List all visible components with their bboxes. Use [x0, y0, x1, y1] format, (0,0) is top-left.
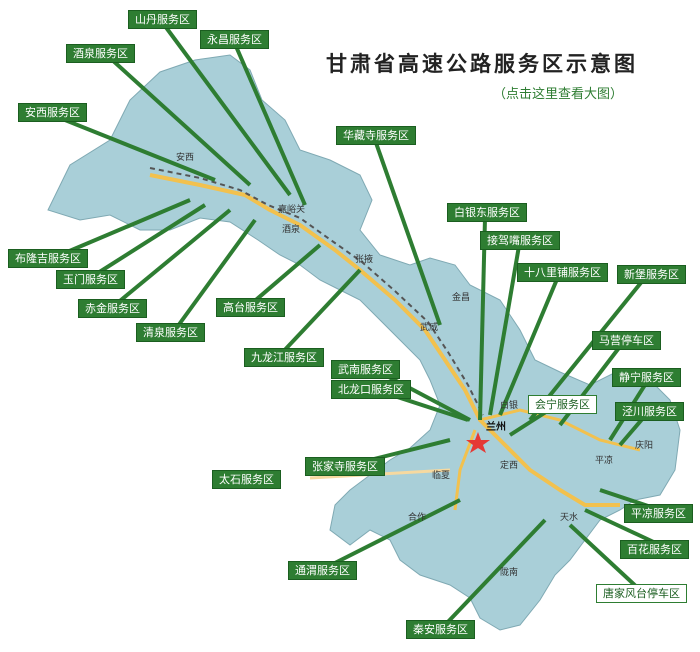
service-area-gaotai[interactable]: 高台服务区	[216, 298, 285, 317]
service-area-yongchang[interactable]: 永昌服务区	[200, 30, 269, 49]
service-area-jiejiazui[interactable]: 接驾嘴服务区	[480, 231, 560, 250]
service-area-jiuquan[interactable]: 酒泉服务区	[66, 44, 135, 63]
service-area-qinan[interactable]: 秦安服务区	[406, 620, 475, 639]
railway	[149, 167, 484, 416]
city-label: 金昌	[452, 291, 470, 303]
service-area-qingquan[interactable]: 清泉服务区	[136, 323, 205, 342]
capital-label: 兰州	[486, 420, 506, 433]
city-label: 定西	[500, 459, 518, 471]
service-area-huining[interactable]: 会宁服务区	[528, 395, 597, 414]
city-label: 酒泉	[282, 223, 300, 235]
g30-highway	[149, 173, 620, 507]
service-area-buluntai[interactable]: 布隆吉服务区	[8, 249, 88, 268]
service-area-xinbao[interactable]: 新堡服务区	[617, 265, 686, 284]
service-area-baihua[interactable]: 百花服务区	[620, 540, 689, 559]
city-label: 嘉峪关	[278, 203, 305, 215]
city-label: 安西	[176, 151, 194, 163]
service-area-wunan[interactable]: 武南服务区	[331, 360, 400, 379]
city-label: 武威	[420, 321, 438, 333]
city-label: 临夏	[432, 469, 450, 481]
gansu-province-shape	[47, 54, 681, 631]
service-area-taishi[interactable]: 太石服务区	[212, 470, 281, 489]
city-label: 天水	[560, 511, 578, 523]
service-area-pingliang[interactable]: 平凉服务区	[624, 504, 693, 523]
service-area-jingning[interactable]: 静宁服务区	[612, 368, 681, 387]
service-area-shandan[interactable]: 山丹服务区	[128, 10, 197, 29]
service-area-chijin[interactable]: 赤金服务区	[78, 299, 147, 318]
service-area-shibalipu[interactable]: 十八里铺服务区	[517, 263, 608, 282]
service-area-jiulongjiang[interactable]: 九龙江服务区	[244, 348, 324, 367]
city-label: 白银	[500, 399, 518, 411]
capital-star-icon	[466, 432, 490, 453]
map-title: 甘肃省高速公路服务区示意图	[326, 51, 638, 76]
service-area-anxi[interactable]: 安西服务区	[18, 103, 87, 122]
service-area-beilongkou[interactable]: 北龙口服务区	[331, 380, 411, 399]
service-area-zhangjiasi[interactable]: 张家寺服务区	[305, 457, 385, 476]
city-label: 平凉	[595, 454, 613, 466]
service-area-maying[interactable]: 马营停车区	[592, 331, 661, 350]
branch-highway-south	[453, 429, 477, 511]
service-area-jingchuan[interactable]: 泾川服务区	[615, 402, 684, 421]
service-area-tangjia[interactable]: 唐家风台停车区	[596, 584, 687, 603]
branch-highway	[479, 408, 641, 452]
city-label: 张掖	[355, 253, 373, 265]
view-large-map-link[interactable]: （点击这里查看大图）	[493, 87, 624, 102]
city-labels: 安西 酒泉 嘉峪关 张掖 金昌 武威 白银 定西 天水 平凉 庆阳 临夏 合作 …	[176, 151, 653, 578]
service-area-tongwei[interactable]: 通渭服务区	[288, 561, 357, 580]
service-area-baiyindong[interactable]: 白银东服务区	[447, 203, 527, 222]
city-label: 庆阳	[635, 439, 653, 451]
city-label: 合作	[408, 511, 426, 523]
service-area-huazangsi[interactable]: 华藏寺服务区	[336, 126, 416, 145]
city-label: 陇南	[500, 566, 518, 578]
service-area-yumen[interactable]: 玉门服务区	[56, 270, 125, 289]
